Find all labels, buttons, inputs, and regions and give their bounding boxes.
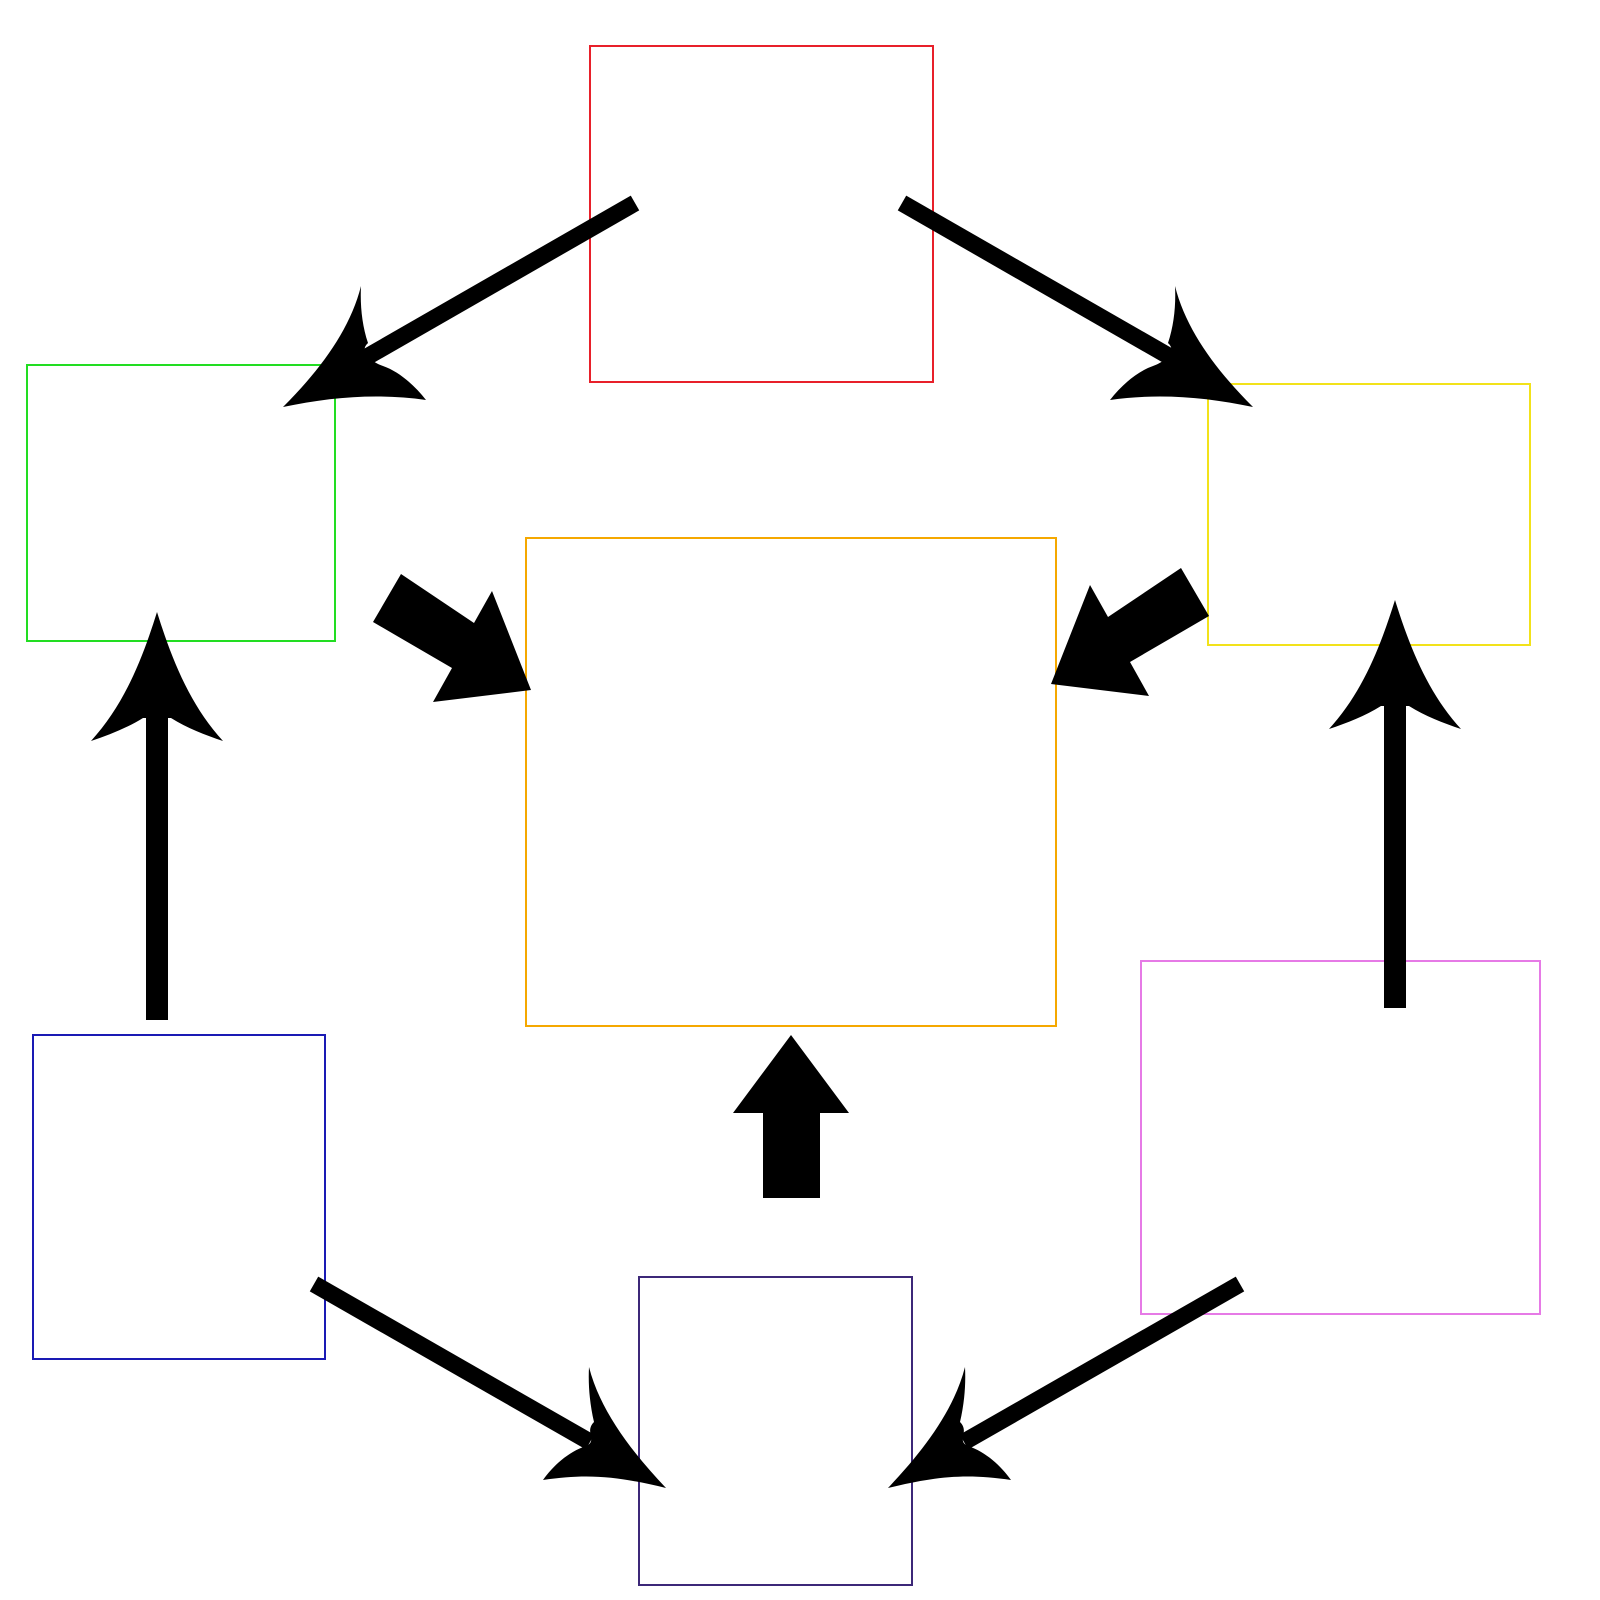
arrow-lower-right-to-bottom [888,1276,1245,1488]
lower-left-box [32,1034,326,1360]
arrow-lower-left-to-bottom [309,1276,666,1488]
arrow-lower-left-to-upper-left [91,612,223,1020]
bottom-box [638,1276,913,1586]
arrow-shaft [309,1276,595,1450]
arrow-top-to-upper-left [283,195,640,407]
upper-left-box [26,364,336,642]
arrow-head [91,612,223,741]
lower-right-box [1140,960,1541,1315]
block-arrow-bottom-to-center [733,1035,849,1198]
arrow-head [283,286,426,407]
upper-right-box [1207,383,1531,646]
arrow-shaft [360,195,640,366]
arrow-lower-right-to-upper-right [1329,600,1461,1008]
arrow-shaft [959,1276,1245,1450]
block-arrow-upper-left-to-center [373,574,531,702]
center-box [525,537,1057,1027]
block-arrow-upper-right-to-center [1051,568,1209,696]
arrow-head [1110,286,1253,407]
arrow-head [543,1367,666,1488]
arrow-head [1329,600,1461,729]
arrow-shaft [897,195,1177,366]
arrow-head [888,1367,1011,1488]
top-box [589,45,934,383]
arrow-top-to-upper-right [897,195,1253,407]
